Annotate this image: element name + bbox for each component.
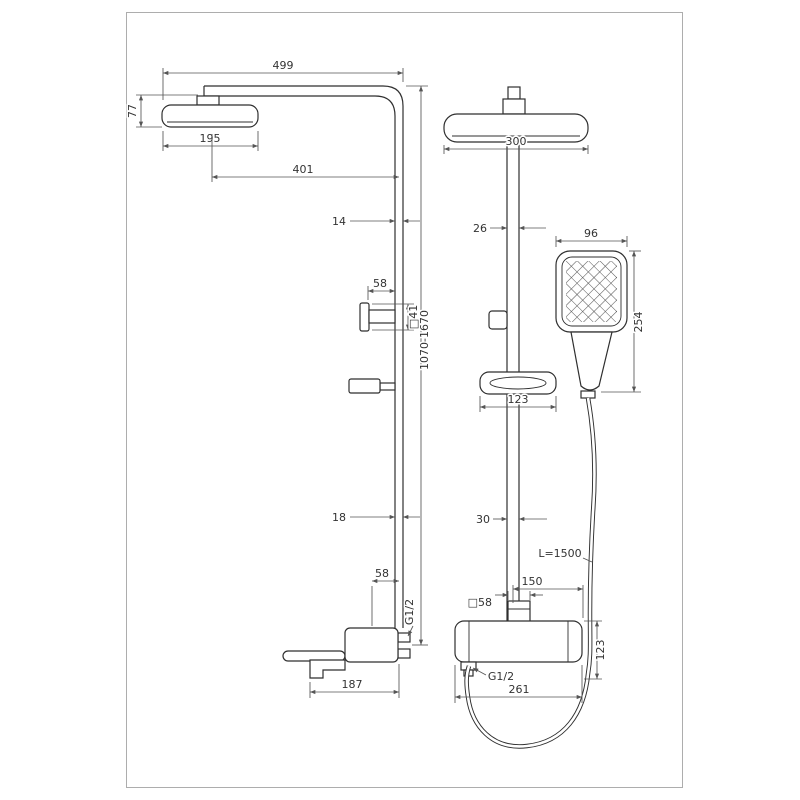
svg-text:□58: □58	[468, 596, 492, 609]
side-view: 499 77 195 401 14 58	[125, 58, 433, 698]
svg-text:30: 30	[476, 513, 490, 526]
dim-handshower-length: 254	[601, 250, 647, 393]
dim-arm-reach: 401	[211, 134, 399, 182]
svg-text:G1/2: G1/2	[488, 670, 514, 683]
spout-side	[309, 659, 346, 679]
svg-text:58: 58	[373, 277, 387, 290]
handshower-spray-face	[566, 261, 617, 322]
svg-text:195: 195	[200, 132, 221, 145]
svg-text:77: 77	[126, 104, 139, 118]
wall-bracket-front	[488, 310, 508, 330]
wall-bracket-side	[359, 302, 396, 332]
svg-text:1070-1670: 1070-1670	[418, 310, 431, 370]
dim-pipe-width-upper: 26	[472, 221, 546, 237]
handshower	[555, 250, 628, 399]
dim-bracket-square: □41	[372, 303, 422, 331]
svg-text:26: 26	[473, 222, 487, 235]
dim-pipe-width-lower: 30	[475, 512, 547, 528]
svg-text:18: 18	[332, 511, 346, 524]
shower-hose	[464, 397, 597, 749]
svg-text:401: 401	[293, 163, 314, 176]
dim-column-height-range: 1070-1670	[406, 85, 433, 646]
svg-text:254: 254	[632, 312, 645, 333]
mixer-front	[454, 600, 583, 677]
shelf-front	[479, 371, 557, 395]
svg-text:123: 123	[594, 640, 607, 661]
svg-text:14: 14	[332, 215, 346, 228]
svg-text:123: 123	[508, 393, 529, 406]
handshower-handle	[570, 331, 613, 391]
rain-head-front	[443, 86, 589, 143]
dim-shelf-width: 123	[479, 392, 557, 412]
dim-head-profile-height: 77	[125, 94, 198, 128]
svg-text:187: 187	[342, 678, 363, 691]
dim-outlet-thread-front: G1/2	[472, 667, 516, 685]
svg-text:L=1500: L=1500	[538, 547, 581, 560]
svg-text:499: 499	[273, 59, 294, 72]
dim-mixer-span: 150	[512, 574, 584, 618]
svg-text:261: 261	[509, 683, 530, 696]
svg-text:96: 96	[584, 227, 598, 240]
dim-mixer-height: 123	[584, 620, 609, 680]
front-view: 300 26 96 254 123 30	[443, 86, 647, 749]
diverter-knob	[507, 600, 531, 623]
dim-diverter-square: □58	[466, 591, 543, 611]
dim-pipe-upper: 14	[331, 214, 420, 230]
dim-mixer-width: 261	[454, 665, 583, 703]
svg-text:150: 150	[522, 575, 543, 588]
dim-pipe-lower: 18	[331, 510, 420, 526]
slider-holder-side	[348, 378, 396, 394]
svg-text:300: 300	[506, 135, 527, 148]
drawing-border	[126, 12, 683, 788]
dim-hose-length: L=1500	[537, 546, 593, 563]
dim-bracket-offset-lower: 58	[371, 566, 399, 626]
handshower-hose-nut	[580, 390, 596, 399]
dim-connection-thread-side: G1/2	[402, 597, 418, 637]
dim-bracket-offset-upper: 58	[367, 276, 395, 300]
svg-text:58: 58	[375, 567, 389, 580]
svg-text:□41: □41	[407, 305, 420, 329]
dim-handshower-width: 96	[555, 226, 628, 247]
dim-head-depth: 195	[162, 131, 259, 151]
dim-overall-width: 499	[162, 58, 404, 100]
rain-head-side	[161, 95, 259, 128]
shower-arm-and-riser-side	[203, 85, 404, 628]
mixer-side	[282, 627, 411, 679]
svg-text:G1/2: G1/2	[403, 599, 416, 625]
dim-head-width: 300	[443, 134, 589, 154]
dim-mixer-depth: 187	[309, 664, 400, 698]
